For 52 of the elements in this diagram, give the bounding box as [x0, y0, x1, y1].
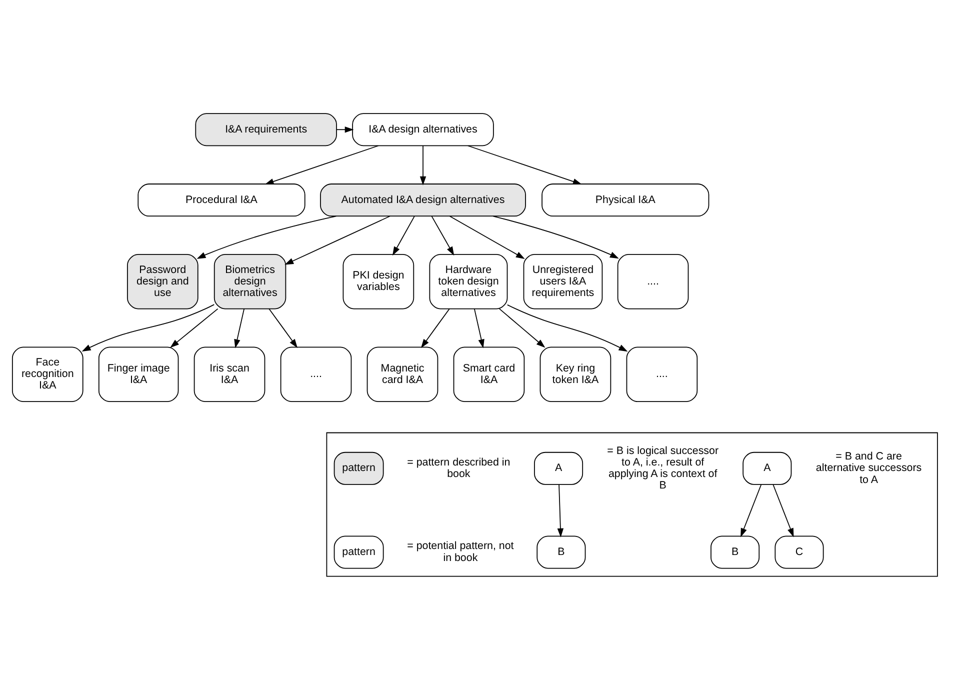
node-box: I&A requirements [195, 113, 337, 146]
cluster [326, 432, 938, 577]
arrow [467, 145, 582, 184]
arrow [431, 216, 454, 256]
arrow [392, 216, 415, 256]
arrow [506, 304, 628, 352]
arrow [196, 216, 337, 259]
node-label: = pattern described in book [407, 456, 510, 480]
arrow [284, 216, 390, 265]
arrow [336, 126, 354, 133]
arrow [420, 145, 426, 186]
arrow [772, 484, 794, 538]
node-label: = B and C are alternative successors to A [816, 450, 922, 486]
node-box: Automated I&A design alternatives [320, 184, 526, 217]
arrow [170, 308, 218, 348]
arrow [449, 216, 525, 260]
node-box: Password design and use [127, 254, 198, 310]
arrow [474, 308, 484, 348]
arrow [492, 216, 619, 259]
node-box: Hardware token design alternatives [429, 254, 508, 310]
node-box: pattern [334, 452, 384, 485]
arrow [268, 308, 298, 348]
node-box: C [774, 536, 824, 569]
arrow [498, 308, 546, 348]
node-box: Magnetic card I&A [366, 346, 438, 402]
node-box: Procedural I&A [138, 184, 306, 217]
node-box: .... [280, 346, 352, 402]
node-box: B [710, 536, 760, 569]
node-label: = potential pattern, not in book [407, 540, 514, 564]
arrow [740, 484, 762, 538]
node-box: Finger image I&A [98, 346, 179, 402]
node-box: Iris scan I&A [194, 346, 266, 402]
node-label: = B is logical successor to A, i.e., result of applying A is context of B [607, 444, 719, 492]
node-box: Physical I&A [542, 184, 710, 217]
node-box: .... [617, 254, 689, 310]
node-box: Key ring token I&A [540, 346, 612, 402]
node-box: I&A design alternatives [352, 113, 494, 146]
arrow [420, 308, 450, 348]
arrow [264, 145, 379, 184]
arrow [557, 484, 564, 538]
arrow [234, 308, 245, 348]
arrow [82, 304, 215, 352]
node-box: Biometrics design alternatives [214, 254, 286, 310]
node-box: A [742, 452, 792, 485]
node-box: .... [626, 346, 698, 402]
node-box: Unregistered users I&A requirements [523, 254, 603, 310]
node-box: B [536, 536, 586, 569]
node-box: A [534, 452, 584, 485]
node-box: PKI design variables [342, 254, 414, 310]
node-box: pattern [334, 536, 384, 569]
node-box: Smart card I&A [453, 346, 525, 402]
node-box: Face recognition I&A [12, 346, 84, 402]
